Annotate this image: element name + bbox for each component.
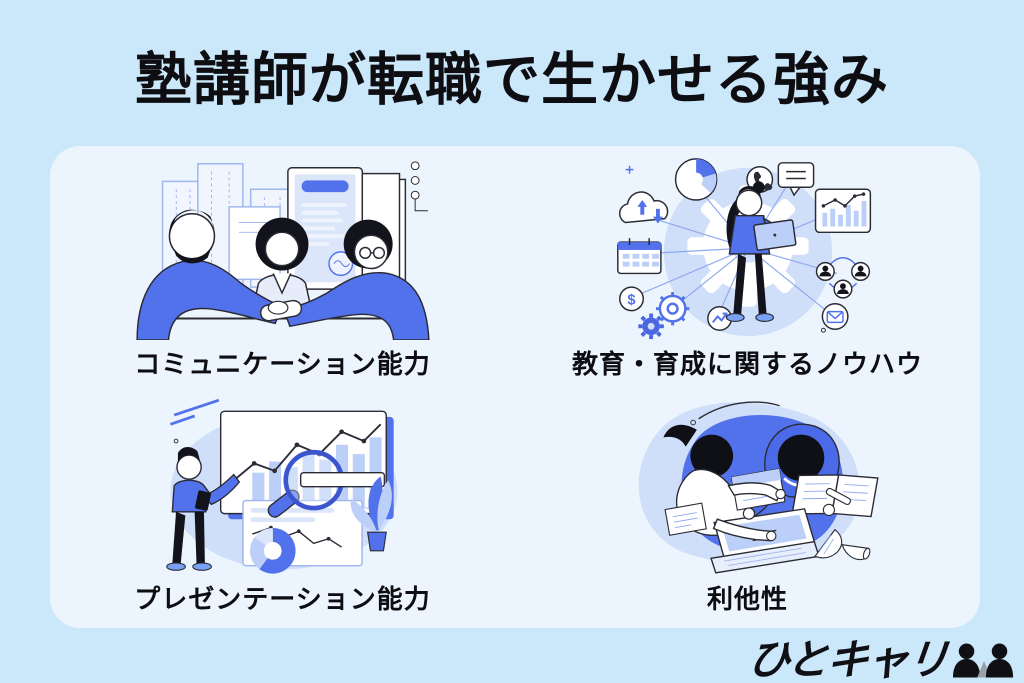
money-icon: $ — [618, 286, 644, 312]
strength-label: コミュニケーション能力 — [134, 349, 431, 379]
dollar-sign: $ — [627, 292, 635, 308]
strength-label: 利他性 — [706, 584, 788, 614]
handshake-icon — [259, 299, 302, 322]
strength-cell-altruism: 利他性 — [515, 389, 980, 624]
brand-logo: ひとキャリ — [745, 636, 1016, 683]
bar-chart-icon — [814, 188, 871, 234]
collaboration-illustration — [638, 401, 879, 574]
people-network-icon — [815, 257, 870, 299]
laptop-icon — [709, 508, 820, 574]
strength-cell-presentation: プレゼンテーション能力 — [50, 389, 515, 624]
curled-note-icon — [813, 528, 842, 559]
envelope-icon — [821, 303, 849, 330]
cloud-sync-icon — [618, 191, 668, 224]
plant-icon — [350, 476, 392, 552]
strength-label: プレゼンテーション能力 — [134, 584, 431, 614]
strength-cell-education: $ — [515, 154, 980, 389]
presentation-illustration — [165, 398, 397, 574]
signed-document-icon — [286, 166, 406, 290]
pie-chart-icon — [674, 158, 717, 201]
paper-icon — [663, 502, 707, 536]
speech-bubble-icon — [777, 162, 814, 197]
strength-label: 教育・育成に関するノウハウ — [571, 349, 923, 379]
gears-icon — [637, 292, 689, 340]
pointing-arms — [712, 482, 851, 542]
donut-chart-icon — [249, 528, 296, 574]
woman-with-laptop — [725, 181, 796, 322]
strength-cell-communication: コミュニケーション能力 — [50, 154, 515, 389]
left-person — [135, 209, 283, 340]
educator-skills-illustration: $ — [616, 158, 871, 340]
two-people-icon — [952, 643, 1014, 678]
logo-text: ひとキャリ — [745, 636, 950, 683]
right-person — [282, 219, 430, 340]
handshake-illustration — [135, 161, 430, 340]
strengths-card: コミュニケーション能力 — [50, 146, 980, 628]
rolled-paper-icon — [840, 544, 870, 561]
magnifying-glass-icon — [267, 449, 385, 518]
presenter-person — [165, 446, 240, 571]
page-title: 塾講師が転職で生かせる強み — [135, 48, 889, 112]
dots-decoration-icon — [410, 161, 420, 200]
calendar-icon — [616, 238, 662, 275]
